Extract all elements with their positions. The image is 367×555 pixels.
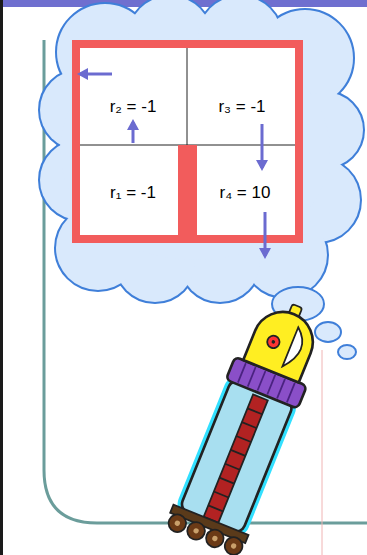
grid-world xyxy=(76,44,299,239)
policy-arrow xyxy=(80,73,112,76)
policy-arrow xyxy=(261,124,264,168)
policy-arrow xyxy=(264,212,267,256)
grid-cell: r₃ = -1 xyxy=(192,92,292,122)
reward-label: r₄ = 10 xyxy=(220,183,271,203)
grid-cell: r₂ = -1 xyxy=(83,92,183,122)
reward-label: r₁ = -1 xyxy=(110,183,156,203)
reward-label: r₃ = -1 xyxy=(218,97,265,117)
guide-line xyxy=(322,350,323,555)
thought-cloud xyxy=(40,0,363,359)
grid-cell: r₄ = 10 xyxy=(199,178,291,208)
grid-border xyxy=(76,44,299,239)
policy-arrow xyxy=(132,122,135,143)
grid-wall xyxy=(178,145,197,235)
robot-illustration xyxy=(164,291,335,555)
grid-divider xyxy=(187,48,188,145)
grid-cell: r₁ = -1 xyxy=(87,178,179,208)
left-edge xyxy=(0,0,3,555)
reward-label: r₂ = -1 xyxy=(110,97,157,117)
policy-arrows xyxy=(80,74,265,256)
